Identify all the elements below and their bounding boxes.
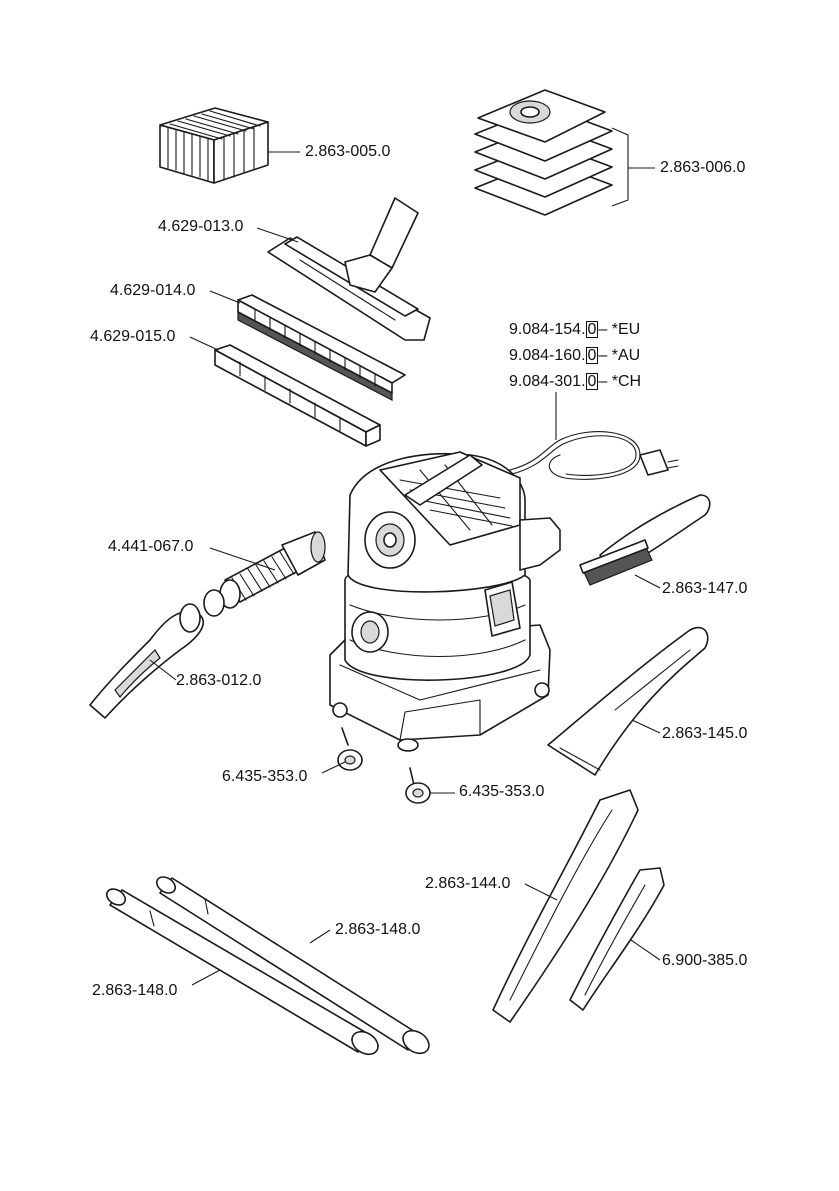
suction-hose-part (203, 531, 326, 617)
label-brush-strip: 4.629-014.0 (110, 282, 196, 299)
leader-crevice-large (524, 883, 558, 901)
vacuum-cleaner-body (329, 451, 561, 752)
label-tube-left: 2.863-148.0 (92, 982, 178, 999)
leader-rubber-strip (189, 336, 219, 351)
rubber-strip-part (214, 344, 381, 447)
label-suction-hose: 4.441-067.0 (108, 538, 194, 555)
label-elbow: 2.863-012.0 (176, 672, 262, 689)
crevice-nozzle-large-part (492, 789, 639, 1023)
upholstery-nozzle-part (547, 626, 709, 776)
label-upholstery-nozzle: 2.863-145.0 (662, 725, 748, 742)
leader-crevice-small (630, 939, 661, 961)
leader-hand-brush (634, 574, 661, 589)
cable-eu-dash: – (598, 321, 612, 338)
floor-nozzle-part (267, 197, 431, 341)
leader-castor-left (321, 761, 346, 774)
leader-floor-nozzle (256, 227, 299, 243)
cable-ch-region: *CH (611, 373, 642, 390)
cable-ch-number: 9.084-301. (509, 373, 586, 390)
leader-suction-hose (209, 547, 276, 571)
cable-eu-region: *EU (611, 321, 641, 338)
cable-au-digit-box: 0 (585, 347, 599, 364)
filter-cartridge-part (159, 107, 269, 184)
label-castor-right: 6.435-353.0 (459, 783, 545, 800)
power-cable-part (509, 431, 679, 480)
cable-au-number: 9.084-160. (509, 347, 586, 364)
label-filter-bags: 2.863-006.0 (660, 159, 746, 176)
label-cable-ch: 9.084-301.0– *CH (509, 373, 641, 391)
cable-au-region: *AU (611, 347, 641, 364)
label-tube-right: 2.863-148.0 (335, 921, 421, 938)
label-cable-eu: 9.084-154.0– *EU (509, 321, 640, 339)
label-rubber-strip: 4.629-015.0 (90, 328, 176, 345)
leader-elbow (149, 659, 177, 681)
label-filter-cartridge: 2.863-005.0 (305, 143, 391, 160)
crevice-nozzle-small-part (569, 867, 665, 1011)
leader-upholstery-nozzle (631, 719, 661, 734)
cable-eu-number: 9.084-154. (509, 321, 586, 338)
castor-left-part (337, 727, 363, 771)
leader-tube-right (309, 929, 331, 944)
leader-brush-strip (209, 290, 241, 304)
label-crevice-large: 2.863-144.0 (425, 875, 511, 892)
cable-eu-digit-box: 0 (585, 321, 599, 338)
cable-ch-digit-box: 0 (585, 373, 599, 390)
tube-right-part (155, 876, 430, 1055)
filter-bags-part (474, 89, 629, 216)
label-crevice-small: 6.900-385.0 (662, 952, 748, 969)
label-floor-nozzle: 4.629-013.0 (158, 218, 244, 235)
label-hand-brush: 2.863-147.0 (662, 580, 748, 597)
cable-au-dash: – (598, 347, 612, 364)
castor-right-part (405, 767, 431, 804)
label-castor-left: 6.435-353.0 (222, 768, 308, 785)
elbow-handle-part (89, 603, 204, 719)
brush-strip-part (237, 294, 406, 401)
hand-brush-part (579, 494, 711, 586)
cable-ch-dash: – (598, 373, 612, 390)
tube-left-part (105, 888, 379, 1056)
leader-tube-left (191, 969, 221, 986)
label-cable-au: 9.084-160.0– *AU (509, 347, 640, 365)
